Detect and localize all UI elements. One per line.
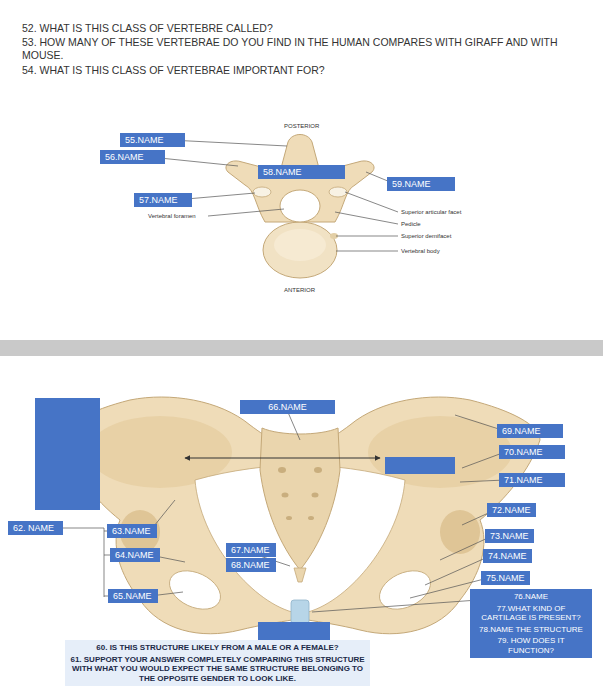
answer-label-box: 57.NAME [134, 193, 192, 207]
part-label: Superior demifacet [401, 233, 451, 240]
label-text: 57.NAME [139, 195, 187, 205]
question-box: 60. IS THIS STRUCTURE LIKELY FROM A MALE… [65, 640, 370, 686]
answer-label-box: 59.NAME [387, 177, 455, 191]
label-text: 63.NAME [112, 526, 152, 536]
answer-label-box: 68.NAME [226, 558, 276, 572]
answer-label-box: 73.NAME [485, 529, 534, 543]
part-label: Vertebral foramen [148, 213, 196, 220]
label-text: 73.NAME [490, 531, 529, 541]
answer-label-box: 58.NAME [258, 165, 345, 179]
part-label: ANTERIOR [284, 287, 315, 294]
answer-label-box: 56.NAME [100, 150, 165, 164]
part-label: Vertebral body [401, 248, 440, 255]
answer-label-box: 55.NAME [120, 133, 185, 147]
label-text: 58.NAME [263, 167, 340, 177]
label-text: 67.NAME [231, 545, 271, 555]
label-text: 79. HOW DOES IT FUNCTION? [475, 636, 587, 655]
answer-label-box: 74.NAME [483, 549, 532, 563]
answer-label-box: 66.NAME [240, 400, 335, 414]
label-text: 65.NAME [113, 591, 153, 601]
label-text: 75.NAME [486, 573, 525, 583]
answer-label-box: 67.NAME [226, 543, 276, 557]
answer-label-box: 76.NAME 77.WHAT KIND OF CARTILAGE IS PRES… [470, 589, 592, 658]
inlet-arrow [185, 458, 380, 459]
label-text: 62. NAME [13, 523, 58, 533]
label-text: 59.NAME [392, 179, 450, 189]
answer-label-box: 65.NAME [108, 589, 158, 603]
answer-label-box: 69.NAME [497, 424, 563, 438]
label-text: 74.NAME [488, 551, 527, 561]
answer-label-box: 75.NAME [481, 571, 530, 585]
part-label: Pedicle [401, 221, 421, 228]
vertebra-drawing [226, 135, 374, 279]
label-text: 64.NAME [115, 550, 155, 560]
label-text: 61. SUPPORT YOUR ANSWER COMPLETELY COMPA… [70, 655, 365, 684]
answer-box [35, 398, 100, 510]
leader-lines [50, 410, 505, 612]
label-text: 78.NAME THE STRUCTURE [475, 625, 587, 635]
label-text: 72.NAME [492, 505, 531, 515]
part-label: Superior articular facet [401, 209, 461, 216]
part-label: POSTERIOR [284, 123, 319, 130]
answer-box [258, 622, 330, 640]
label-text: 60. IS THIS STRUCTURE LIKELY FROM A MALE… [70, 643, 365, 653]
separator-bar [0, 340, 603, 356]
answer-label-box: 71.NAME [499, 473, 565, 487]
label-text: 76.NAME [475, 592, 587, 602]
label-text: 66.NAME [245, 402, 330, 412]
question-text: 54. WHAT IS THIS CLASS OF VERTEBRAE IMPO… [22, 64, 325, 77]
label-text: 69.NAME [502, 426, 558, 436]
label-text: 71.NAME [504, 475, 560, 485]
answer-box [385, 457, 455, 474]
label-text: 56.NAME [105, 152, 160, 162]
answer-label-box: 63.NAME [107, 524, 157, 538]
label-text: 68.NAME [231, 560, 271, 570]
question-text: 52. WHAT IS THIS CLASS OF VERTEBRE CALLE… [22, 22, 273, 35]
pelvis-drawing [62, 397, 540, 634]
answer-label-box: 64.NAME [110, 548, 160, 562]
answer-label-box: 72.NAME [487, 503, 536, 517]
label-text: 70.NAME [504, 447, 560, 457]
label-text: 77.WHAT KIND OF CARTILAGE IS PRESENT? [475, 604, 587, 623]
question-text: 53. HOW MANY OF THESE VERTEBRAE DO YOU F… [22, 36, 567, 62]
answer-label-box: 62. NAME [8, 521, 63, 535]
label-text: 55.NAME [125, 135, 180, 145]
answer-label-box: 70.NAME [499, 445, 565, 459]
